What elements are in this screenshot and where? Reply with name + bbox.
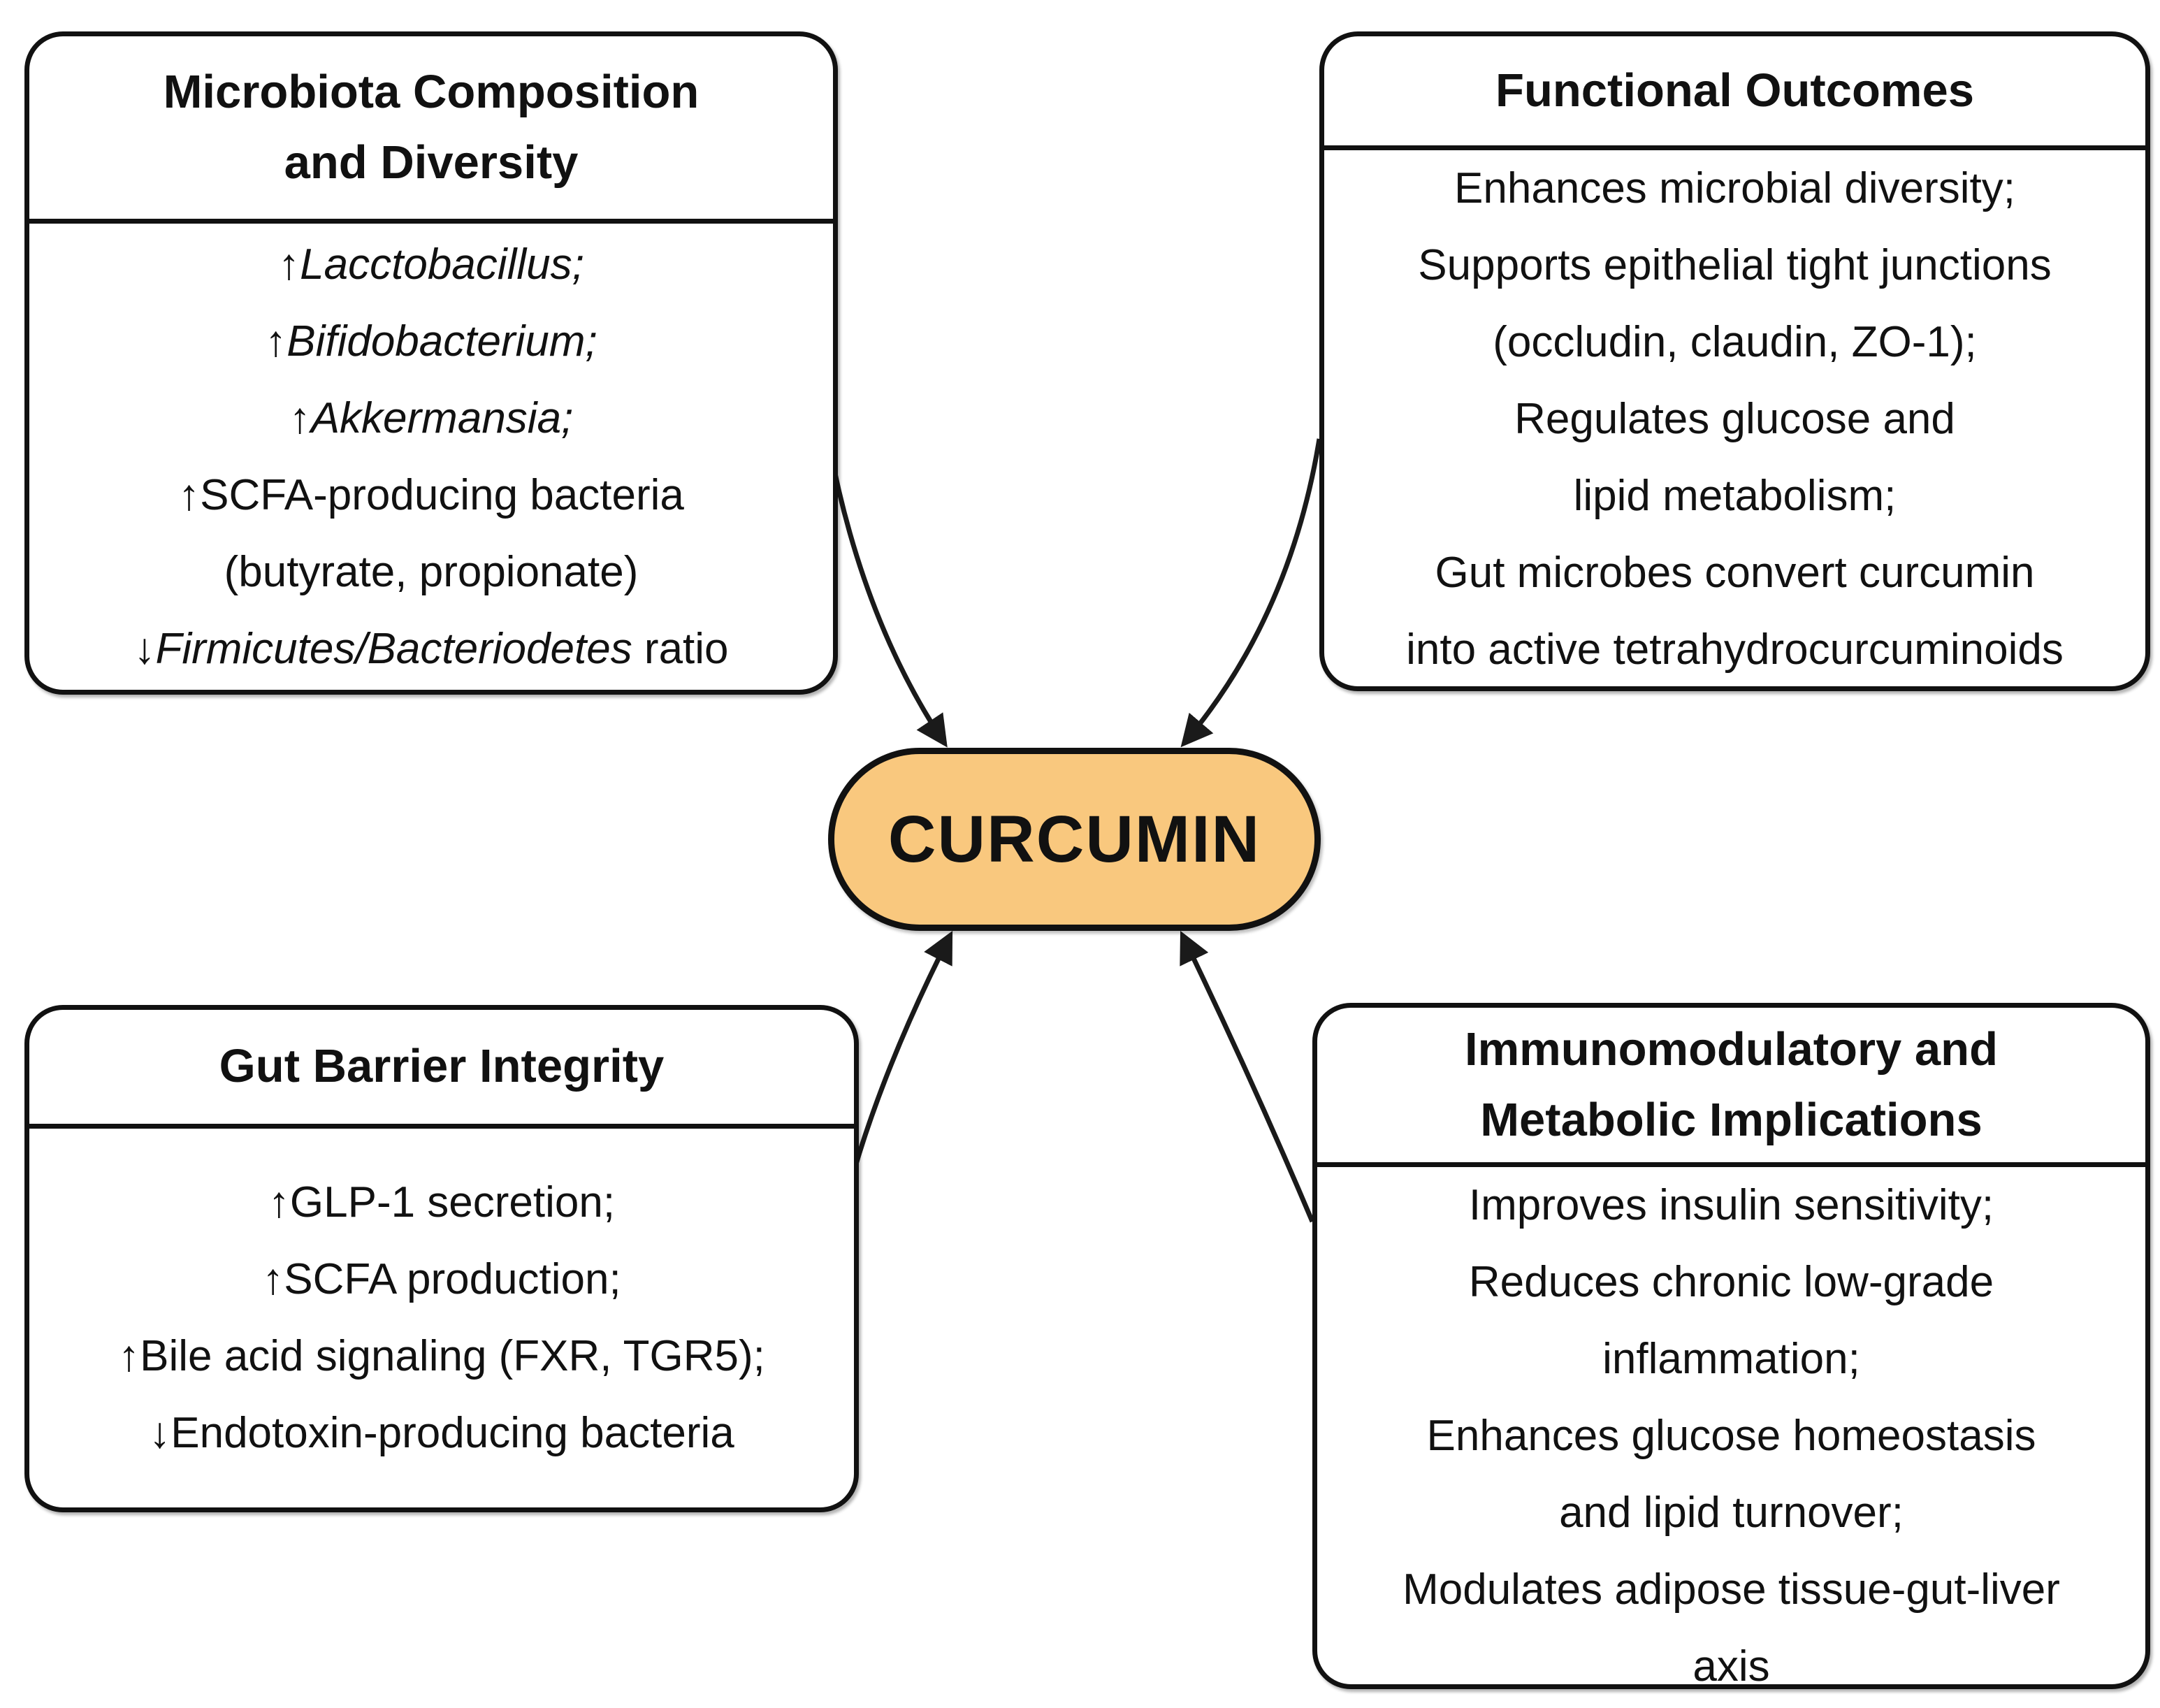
box-body: Enhances microbial diversity; Supports ep…	[1324, 150, 2145, 686]
box-body-line: ↓Firmicutes/Bacteriodetes ratio	[133, 611, 728, 688]
box-title-line: Gut Barrier Integrity	[219, 1040, 665, 1093]
box-body-line: ↓Endotoxin-producing bacteria	[149, 1395, 734, 1472]
box-body-line: and lipid turnover;	[1559, 1475, 1904, 1551]
body-text: inflammation;	[1602, 1335, 1860, 1383]
body-text: ↓Endotoxin-producing bacteria	[149, 1409, 734, 1457]
box-title-line: Functional Outcomes	[1495, 64, 1974, 117]
body-text: Reduces chronic low-grade	[1468, 1258, 1994, 1306]
body-text: lipid metabolism;	[1573, 472, 1897, 520]
box-title-line: and Diversity	[284, 136, 579, 189]
body-text: Gut microbes convert curcumin	[1435, 549, 2035, 597]
box-body-line: Modulates adipose tissue-gut-liver	[1402, 1551, 2060, 1628]
arrow-functional-outcomes-to-curcumin	[1180, 438, 1322, 748]
box-body-line: Enhances microbial diversity;	[1454, 150, 2015, 227]
box-body-line: (butyrate, propionate)	[224, 534, 639, 611]
box-body-line: Supports epithelial tight junctions	[1418, 227, 2051, 304]
body-text: ratio	[632, 624, 729, 673]
taxon-name: Akkermansia;	[310, 393, 574, 442]
box-body-line: inflammation;	[1602, 1321, 1860, 1398]
box-title: Gut Barrier Integrity	[29, 1010, 854, 1129]
box-body-line: lipid metabolism;	[1574, 458, 1897, 535]
box-body-line: (occludin, claudin, ZO-1);	[1493, 304, 1977, 381]
taxon-name: Bifidobacterium;	[287, 317, 597, 366]
curcumin-label: CURCUMIN	[887, 802, 1261, 876]
arrow-microbiota-to-curcumin	[825, 438, 948, 748]
box-functional-outcomes: Functional Outcomes Enhances microbial d…	[1319, 31, 2150, 691]
body-text: ↑Bile acid signaling (FXR, TGR5);	[118, 1332, 765, 1380]
body-text: and lipid turnover;	[1559, 1489, 1904, 1537]
box-body-line: ↑GLP-1 secretion;	[268, 1164, 615, 1241]
taxon-name: Firmicutes/Bacteriodetes	[155, 624, 632, 673]
body-text: ↑	[278, 240, 300, 289]
box-body: ↑Lacctobacillus;↑Bifidobacterium;↑Akkerm…	[29, 224, 833, 690]
body-text: Regulates glucose and	[1514, 395, 1955, 443]
box-body-line: ↑SCFA production;	[262, 1241, 621, 1318]
box-title-line: Immunomodulatory and	[1464, 1023, 1999, 1076]
box-body-line: Improves insulin sensitivity;	[1469, 1167, 1994, 1244]
box-body-line: Regulates glucose and	[1514, 381, 1955, 458]
box-gut-barrier-integrity: Gut Barrier Integrity ↑GLP-1 secretion;↑…	[24, 1005, 859, 1512]
body-text: ↑	[289, 393, 311, 442]
body-text: (butyrate, propionate)	[224, 547, 639, 596]
box-title-line: Metabolic Implications	[1480, 1093, 1983, 1146]
body-text: Enhances glucose homeostasis	[1426, 1412, 2036, 1460]
body-text: ↑SCFA-producing bacteria	[178, 470, 684, 519]
body-text: ↑SCFA production;	[262, 1255, 621, 1303]
body-text: ↓	[133, 624, 156, 673]
box-title: Functional Outcomes	[1324, 36, 2145, 150]
body-text: (occludin, claudin, ZO-1);	[1493, 318, 1977, 366]
arrow-immuno-metabolic-to-curcumin	[1180, 930, 1315, 1223]
body-text: Modulates adipose tissue-gut-liver	[1402, 1565, 2060, 1614]
box-body-line: axis	[1693, 1628, 1770, 1689]
taxon-name: Lacctobacillus;	[300, 240, 584, 289]
body-text: into active tetrahydrocurcuminoids	[1406, 625, 2064, 674]
arrow-gut-barrier-to-curcumin	[846, 930, 953, 1189]
body-text: ↑	[265, 317, 287, 366]
box-body-line: into active tetrahydrocurcuminoids	[1406, 611, 2064, 686]
curcumin-node: CURCUMIN	[828, 748, 1321, 931]
body-text: Supports epithelial tight junctions	[1418, 241, 2052, 289]
box-body: Improves insulin sensitivity; Reduces chr…	[1317, 1167, 2145, 1689]
box-body-line: Gut microbes convert curcumin	[1435, 535, 2035, 611]
body-text: axis	[1693, 1642, 1770, 1689]
box-body-line: Enhances glucose homeostasis	[1427, 1398, 2036, 1475]
box-body-line: Reduces chronic low-grade	[1469, 1244, 1994, 1321]
body-text: Enhances microbial diversity;	[1454, 164, 2015, 212]
box-body: ↑GLP-1 secretion; ↑SCFA production; ↑Bile …	[29, 1129, 854, 1507]
box-body-line: ↑SCFA-producing bacteria	[178, 457, 684, 534]
box-body-line: ↑Akkermansia;	[289, 380, 574, 457]
body-text: ↑GLP-1 secretion;	[268, 1178, 616, 1226]
box-title-line: Microbiota Composition	[163, 66, 700, 118]
box-title: Microbiota Composition and Diversity	[29, 36, 833, 224]
body-text: Improves insulin sensitivity;	[1468, 1181, 1994, 1229]
box-body-line: ↑Lacctobacillus;	[278, 226, 584, 303]
box-body-line: ↑Bifidobacterium;	[265, 303, 597, 380]
box-body-line: ↑Bile acid signaling (FXR, TGR5);	[118, 1318, 765, 1395]
